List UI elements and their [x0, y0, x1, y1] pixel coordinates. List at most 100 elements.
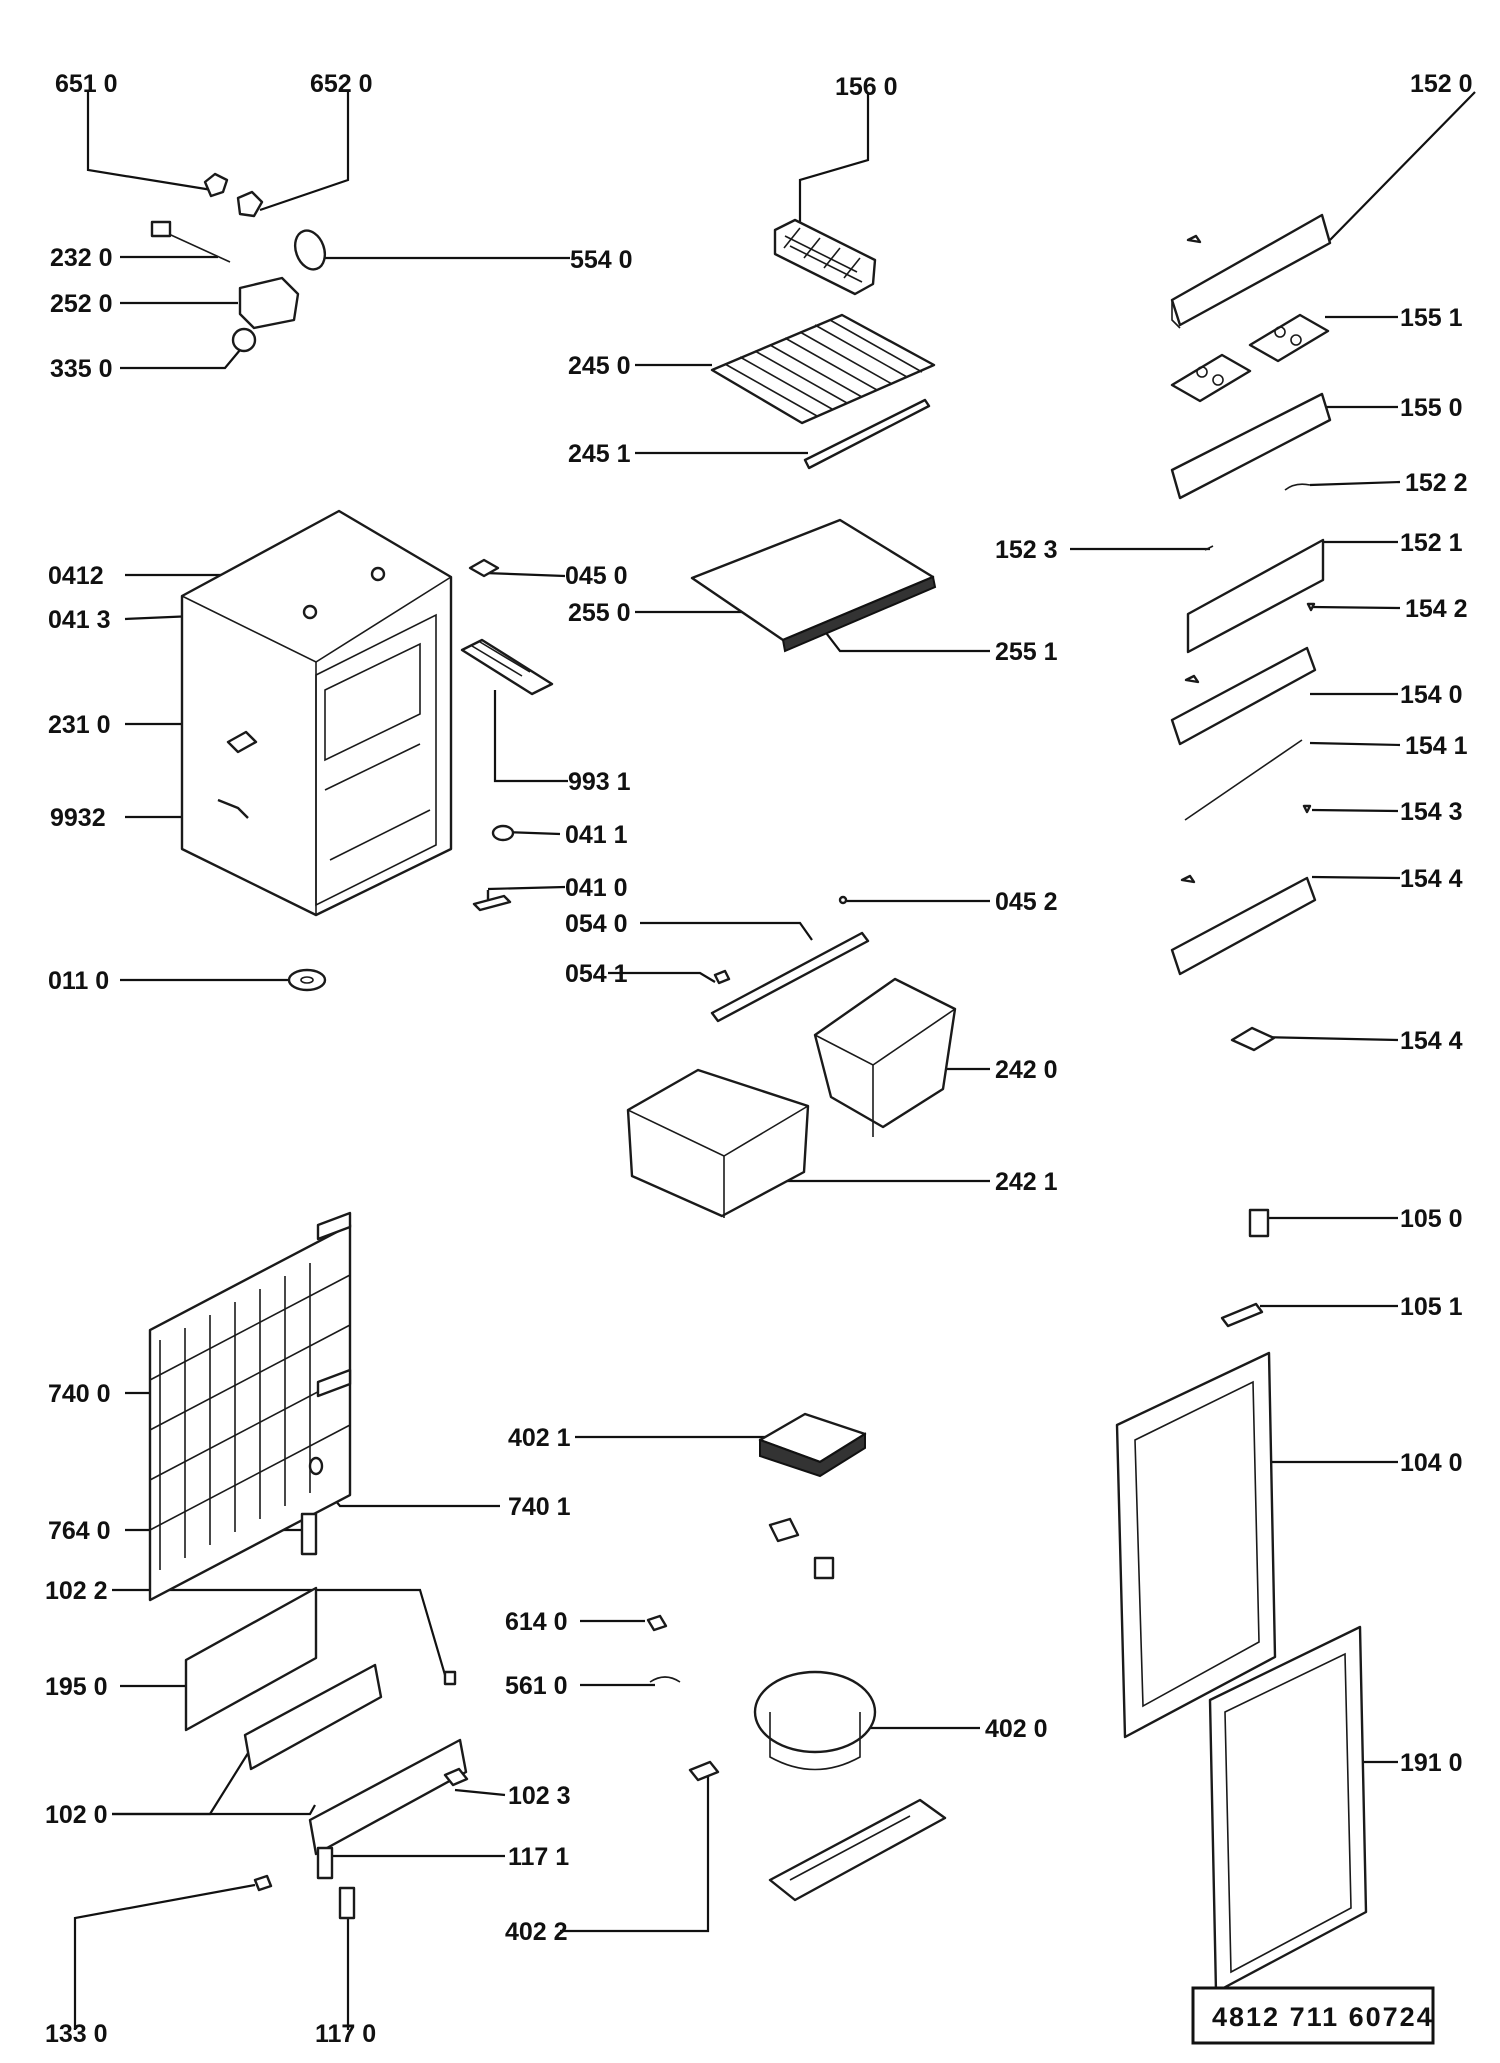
part-0540 — [710, 931, 870, 1023]
label-1023: 102 3 — [508, 1782, 571, 1810]
part-6510 — [203, 172, 229, 198]
part-0410 — [472, 890, 512, 912]
label-0450: 045 0 — [565, 562, 628, 590]
label-6520: 652 0 — [310, 70, 373, 98]
part-2550 — [690, 518, 937, 653]
part-4020 — [753, 1670, 877, 1771]
part-1020 — [243, 1663, 468, 1856]
part-2520 — [238, 276, 300, 330]
label-0110: 011 0 — [48, 967, 109, 995]
label-1544: 154 4 — [1400, 865, 1463, 893]
part-1520 — [1170, 213, 1332, 329]
label-1170: 117 0 — [315, 2020, 376, 2048]
reference-number: 4812 711 60724 — [1212, 2002, 1434, 2032]
part-0541 — [713, 969, 731, 985]
label-9932: 9932 — [50, 804, 106, 832]
label-1550: 155 0 — [1400, 394, 1463, 422]
callout-labels: 651 0 652 0 156 0 152 0 232 0 554 0 252 … — [45, 70, 1473, 2048]
compressor-base — [768, 1798, 947, 1902]
part-1330 — [253, 1874, 273, 1892]
label-1910: 191 0 — [1400, 1749, 1463, 1777]
reference-number-box: 4812 711 60724 — [1191, 1986, 1435, 2045]
label-1560: 156 0 — [835, 73, 898, 101]
label-0413: 041 3 — [48, 606, 111, 634]
part-1521 — [1186, 538, 1325, 654]
label-0541: 054 1 — [565, 960, 628, 988]
label-1543: 154 3 — [1400, 798, 1463, 826]
label-0540: 054 0 — [565, 910, 628, 938]
part-1040 — [1115, 1351, 1277, 1739]
label-7400: 740 0 — [48, 1380, 111, 1408]
label-1040: 104 0 — [1400, 1449, 1463, 1477]
part-1540 — [1170, 646, 1317, 746]
label-2310: 231 0 — [48, 711, 111, 739]
part-1023 — [443, 1767, 469, 1787]
label-1523: 152 3 — [995, 536, 1058, 564]
label-1540: 154 0 — [1400, 681, 1463, 709]
part-1523 — [1204, 545, 1214, 551]
label-2320: 232 0 — [50, 244, 113, 272]
part-0452 — [838, 895, 848, 905]
part-6520 — [236, 190, 264, 218]
part-1051 — [1220, 1302, 1264, 1328]
screw-1 — [1186, 234, 1202, 244]
part-1544 — [1230, 1026, 1276, 1052]
part-9931 — [460, 638, 554, 696]
part-6140 — [646, 1614, 668, 1632]
label-3350: 335 0 — [50, 355, 113, 383]
relay-part — [768, 1517, 800, 1543]
thermostat-assembly — [150, 172, 327, 353]
part-2320 — [159, 229, 231, 263]
label-1520: 152 0 — [1410, 70, 1473, 98]
part-2420 — [813, 977, 957, 1137]
part-7400 — [148, 1211, 352, 1602]
label-2450: 245 0 — [568, 352, 631, 380]
part-0110 — [287, 968, 327, 992]
part-4021 — [758, 1412, 867, 1478]
label-7640: 764 0 — [48, 1517, 111, 1545]
part-1550 — [1170, 392, 1332, 500]
label-1541: 154 1 — [1405, 732, 1468, 760]
label-1950: 195 0 — [45, 1673, 108, 1701]
cabinet-body — [180, 509, 453, 917]
label-1522: 152 2 — [1405, 469, 1468, 497]
label-0412: 0412 — [48, 562, 104, 590]
label-0410: 041 0 — [565, 874, 628, 902]
part-1950 — [184, 1586, 318, 1732]
label-6510: 651 0 — [55, 70, 118, 98]
label-1551: 155 1 — [1400, 304, 1463, 332]
part-7401 — [308, 1456, 324, 1476]
label-1171: 117 1 — [508, 1843, 569, 1871]
part-1170 — [338, 1886, 356, 1920]
part-1542 — [1306, 602, 1316, 612]
label-0411: 041 1 — [565, 821, 628, 849]
label-2420: 242 0 — [995, 1056, 1058, 1084]
label-1542: 154 2 — [1405, 595, 1468, 623]
label-0452: 045 2 — [995, 888, 1058, 916]
label-1544b: 154 4 — [1400, 1027, 1463, 1055]
label-2550: 255 0 — [568, 599, 631, 627]
screw-2 — [1184, 674, 1200, 684]
parts — [148, 172, 1368, 1994]
part-7640 — [300, 1512, 318, 1556]
label-2421: 242 1 — [995, 1168, 1058, 1196]
label-1020: 102 0 — [45, 1801, 108, 1829]
part-1543 — [1302, 804, 1312, 814]
label-1022: 102 2 — [45, 1577, 108, 1605]
label-1051: 105 1 — [1400, 1293, 1463, 1321]
label-4020: 402 0 — [985, 1715, 1048, 1743]
part-4022 — [688, 1760, 720, 1782]
connector-part — [813, 1556, 835, 1580]
label-5540: 554 0 — [570, 246, 633, 274]
part-0411 — [491, 824, 515, 842]
part-2421 — [626, 1068, 810, 1218]
label-2520: 252 0 — [50, 290, 113, 318]
part-1022 — [443, 1670, 457, 1686]
part-3350 — [231, 327, 257, 353]
part-2451 — [803, 398, 931, 470]
part-5610 — [649, 1676, 681, 1683]
label-9931: 993 1 — [568, 768, 631, 796]
part-1910 — [1208, 1625, 1368, 1994]
part-1540-b — [1170, 876, 1317, 976]
part-0450 — [468, 558, 500, 578]
